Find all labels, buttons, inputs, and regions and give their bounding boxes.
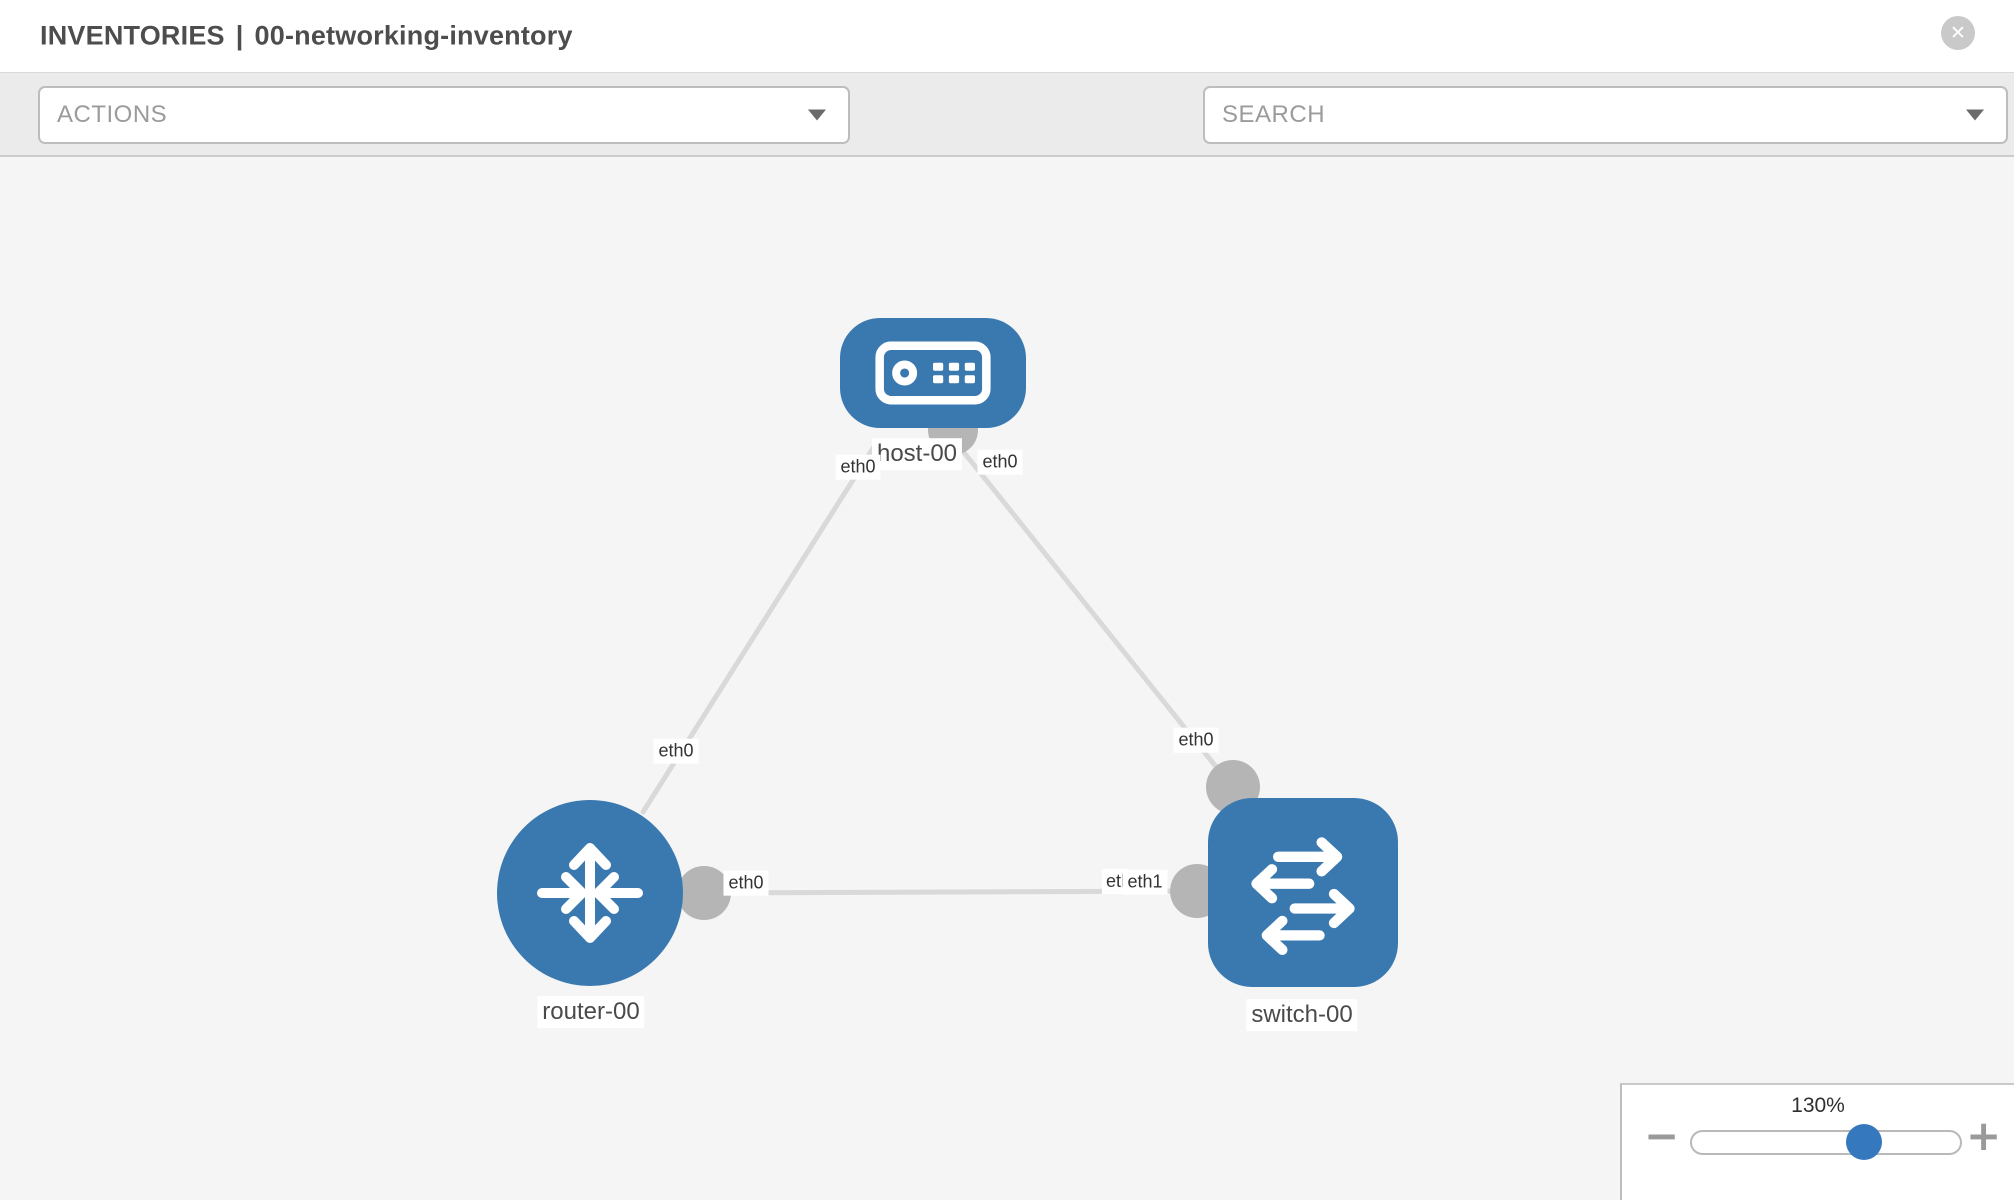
topology-links-layer: [640, 405, 1260, 920]
node-label-host: host-00: [871, 438, 963, 470]
node-router-00[interactable]: [497, 800, 683, 986]
search-dropdown[interactable]: SEARCH: [1203, 86, 2008, 144]
topology-canvas[interactable]: host-00 router-00 switch-00 eth0 eth0 et…: [0, 157, 2014, 1200]
interface-label-router-eth0: eth0: [723, 870, 769, 896]
interface-label-switch-eth1: eth1: [1122, 869, 1168, 895]
zoom-level-value: 130%: [1791, 1094, 1845, 1117]
switch-icon: [1251, 836, 1355, 955]
interface-label-switch-link-eth0: eth0: [1173, 727, 1219, 753]
actions-dropdown[interactable]: ACTIONS: [38, 86, 850, 144]
connector-router-right: [677, 866, 731, 920]
node-switch-00[interactable]: [1208, 798, 1398, 987]
host-icon: [875, 341, 991, 405]
page-title: INVENTORIES | 00-networking-inventory: [40, 21, 573, 52]
minus-icon: −: [1644, 1111, 1680, 1160]
interface-label-host-eth0-left: eth0: [835, 454, 881, 480]
zoom-in-button[interactable]: +: [1966, 1115, 2001, 1157]
zoom-slider-thumb[interactable]: [1846, 1124, 1882, 1160]
chevron-down-icon: [1966, 109, 1984, 121]
breadcrumb-separator: |: [235, 20, 244, 51]
node-label-router: router-00: [537, 996, 645, 1028]
close-icon: ✕: [1950, 21, 1966, 44]
node-label-switch: switch-00: [1246, 999, 1358, 1031]
plus-icon: +: [1966, 1111, 2002, 1160]
page-header: INVENTORIES | 00-networking-inventory ✕: [0, 0, 2014, 72]
interface-label-host-eth0-right: eth0: [977, 449, 1023, 475]
chevron-down-icon: [808, 109, 826, 121]
search-placeholder: SEARCH: [1222, 101, 1326, 128]
toolbar: ACTIONS SEARCH: [0, 72, 2014, 210]
interface-label-router-link-eth0: eth0: [653, 738, 699, 764]
zoom-slider-track[interactable]: [1690, 1130, 1962, 1155]
breadcrumb-section: INVENTORIES: [40, 20, 225, 51]
node-host-00[interactable]: [840, 318, 1026, 428]
zoom-out-button[interactable]: −: [1644, 1115, 1679, 1157]
router-icon: [537, 843, 643, 943]
zoom-control-panel: 130% − +: [1620, 1083, 2014, 1200]
inventory-name: 00-networking-inventory: [254, 20, 573, 51]
close-button[interactable]: ✕: [1941, 16, 1975, 50]
actions-dropdown-label: ACTIONS: [57, 101, 168, 128]
